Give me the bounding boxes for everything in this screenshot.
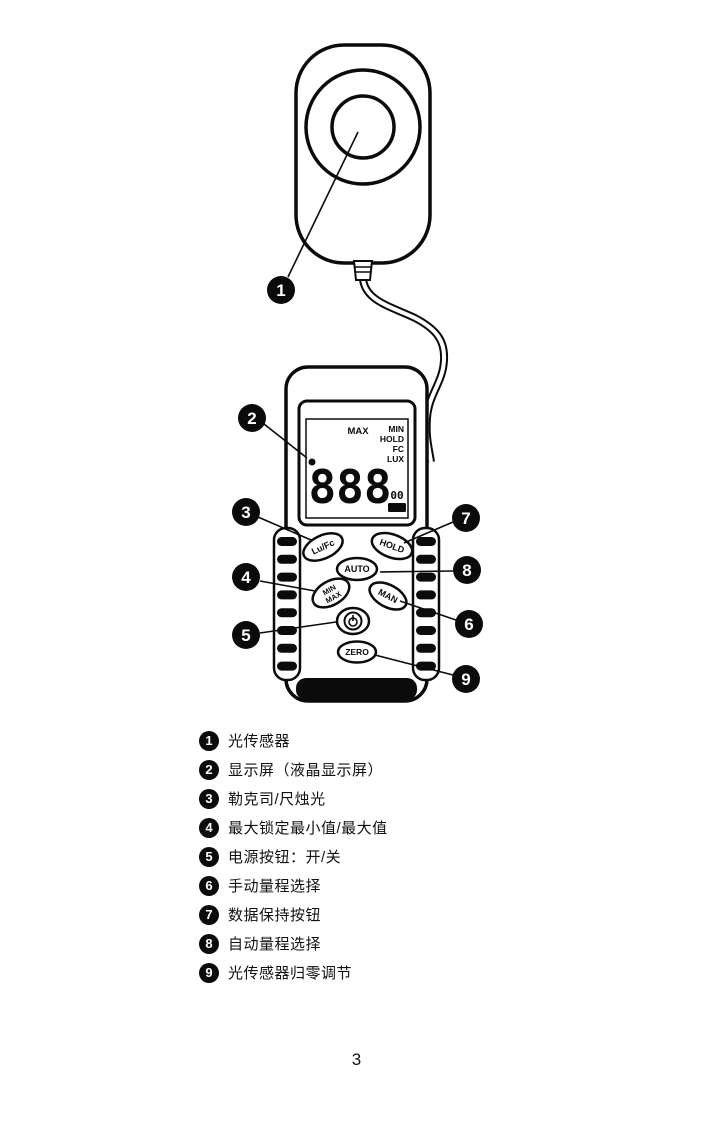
legend-number-badge-6: 6 [199, 875, 219, 896]
callout-badge-6: 6 [455, 610, 483, 638]
lcd-digits: 888 [308, 460, 391, 514]
legend-text-6: 手动量程选择 [228, 878, 322, 895]
legend-item-6: 6 手动量程选择 [199, 875, 388, 896]
lcd-min-label: MIN [388, 424, 404, 434]
lcd-indicator-dot [308, 458, 316, 466]
legend-text-7: 数据保持按钮 [228, 907, 322, 924]
legend-text-8: 自动量程选择 [228, 936, 322, 953]
minmax-button: MIN MAX [311, 577, 351, 609]
legend-text-4: 最大锁定最小值/最大值 [228, 820, 388, 837]
legend-item-5: 5 电源按钮：开/关 [199, 846, 388, 867]
legend-number-badge-7: 7 [199, 904, 219, 925]
legend-number-badge-3: 3 [199, 788, 219, 809]
lcd-lux-label: LUX [387, 454, 404, 464]
callout-line-5 [259, 621, 337, 634]
auto-button: AUTO [335, 556, 379, 582]
callout-line-8 [379, 570, 454, 573]
power-icon [348, 615, 358, 627]
device-diagram: MAX MIN HOLD FC LUX 888 00 Lu/Fc HOLD AU… [232, 43, 483, 703]
sensor-lens-inner [330, 94, 396, 160]
legend-number-badge-2: 2 [199, 759, 219, 780]
lcd-hold-label: HOLD [380, 434, 404, 444]
legend-text-5: 电源按钮：开/关 [228, 849, 342, 866]
legend-text-9: 光传感器归零调节 [228, 965, 353, 982]
callout-line-9 [374, 654, 454, 676]
legend-list: 1 光传感器 2 显示屏（液晶显示屏） 3 勒克司/尺烛光 4 最大锁定最小值/… [199, 730, 388, 991]
callout-badge-3: 3 [232, 498, 260, 526]
lcd-fc-label: FC [393, 444, 404, 454]
callout-badge-7: 7 [452, 504, 480, 532]
callout-badge-8: 8 [453, 556, 481, 584]
callout-line-6 [399, 600, 457, 621]
callout-line-7 [403, 521, 454, 544]
hold-button: HOLD [370, 531, 414, 561]
legend-item-7: 7 数据保持按钮 [199, 904, 388, 925]
page-number: 3 [351, 1050, 362, 1069]
legend-number-badge-4: 4 [199, 817, 219, 838]
legend-number-badge-1: 1 [199, 730, 219, 751]
callout-badge-9: 9 [452, 665, 480, 693]
legend-number-badge-5: 5 [199, 846, 219, 867]
lcd-sub-digits: 00 [390, 489, 403, 502]
legend-item-8: 8 自动量程选择 [199, 933, 388, 954]
legend-text-2: 显示屏（液晶显示屏） [228, 762, 384, 779]
battery-icon [388, 503, 406, 512]
legend-item-4: 4 最大锁定最小值/最大值 [199, 817, 388, 838]
callout-badge-4: 4 [232, 563, 260, 591]
auto-button-label: AUTO [344, 564, 369, 574]
callout-badge-2: 2 [238, 404, 266, 432]
meter-base [296, 678, 417, 700]
right-grip [411, 526, 441, 682]
legend-number-badge-8: 8 [199, 933, 219, 954]
callout-badge-5: 5 [232, 621, 260, 649]
callout-badge-1: 1 [267, 276, 295, 304]
power-button [335, 606, 371, 636]
zero-button: ZERO [336, 640, 378, 664]
legend-item-9: 9 光传感器归零调节 [199, 962, 388, 983]
legend-text-3: 勒克司/尺烛光 [228, 791, 326, 808]
device-illustration: MAX MIN HOLD FC LUX 888 00 Lu/Fc HOLD AU… [257, 43, 457, 703]
lcd-max-label: MAX [347, 426, 369, 437]
legend-item-2: 2 显示屏（液晶显示屏） [199, 759, 388, 780]
lux-fc-button: Lu/Fc [302, 532, 344, 562]
left-grip [272, 526, 302, 682]
zero-button-label: ZERO [345, 647, 369, 657]
callout-line-4 [259, 580, 316, 592]
legend-number-badge-9: 9 [199, 962, 219, 983]
legend-item-1: 1 光传感器 [199, 730, 388, 751]
man-button: MAN [368, 581, 408, 611]
callout-lines [257, 131, 457, 676]
legend-text-1: 光传感器 [228, 733, 291, 750]
cable-strain-relief [352, 260, 374, 281]
legend-item-3: 3 勒克司/尺烛光 [199, 788, 388, 809]
callout-line-1 [287, 131, 359, 278]
callout-line-2 [263, 423, 308, 459]
lcd-display [305, 418, 409, 519]
callout-line-3 [257, 516, 312, 541]
